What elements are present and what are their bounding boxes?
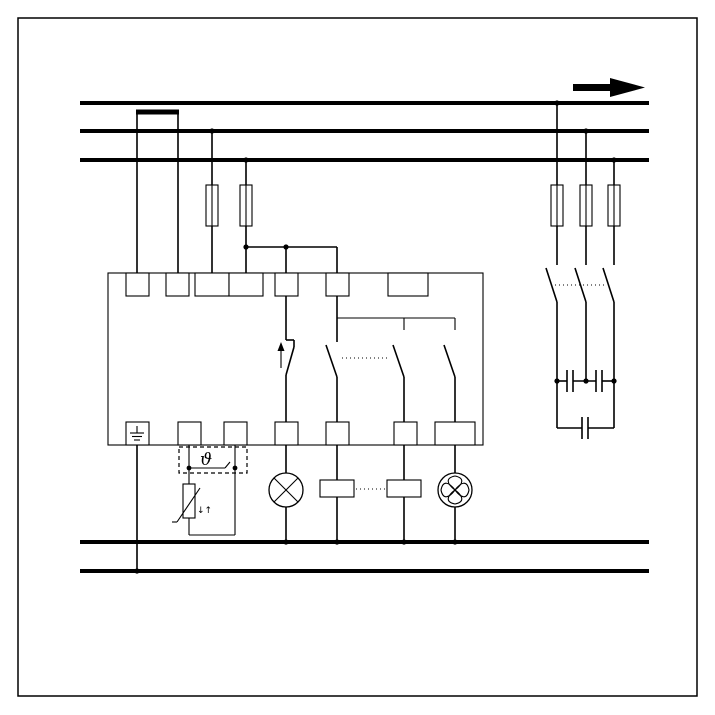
terminal-bottom-4 [275, 422, 298, 445]
terminal-top-2 [166, 273, 189, 296]
fan-icon [438, 473, 472, 507]
temperature-symbol: ϑ [200, 450, 212, 470]
terminal-bottom-3 [224, 422, 247, 445]
relay-coil-1 [320, 480, 354, 497]
relay-coil-2 [387, 480, 421, 497]
bridge-link [136, 112, 179, 273]
terminal-bottom-2 [178, 422, 201, 445]
direction-arrow-icon [573, 78, 645, 97]
three-phase-branch [546, 100, 620, 439]
sensor-marks: ↓↑ [197, 506, 212, 516]
terminal-bottom-6 [394, 422, 417, 445]
lamp-icon [269, 473, 303, 507]
terminal-bottom-5 [326, 422, 349, 445]
control-unit [108, 273, 483, 445]
terminal-top-7 [388, 273, 428, 296]
thermistor: ↓↑ [172, 484, 235, 535]
terminal-top-1 [126, 273, 149, 296]
terminal-top-6 [326, 273, 349, 296]
terminal-top-5 [275, 273, 298, 296]
terminal-top-3 [195, 273, 229, 296]
terminal-top-4 [229, 273, 263, 296]
terminal-bottom-7 [435, 422, 475, 445]
